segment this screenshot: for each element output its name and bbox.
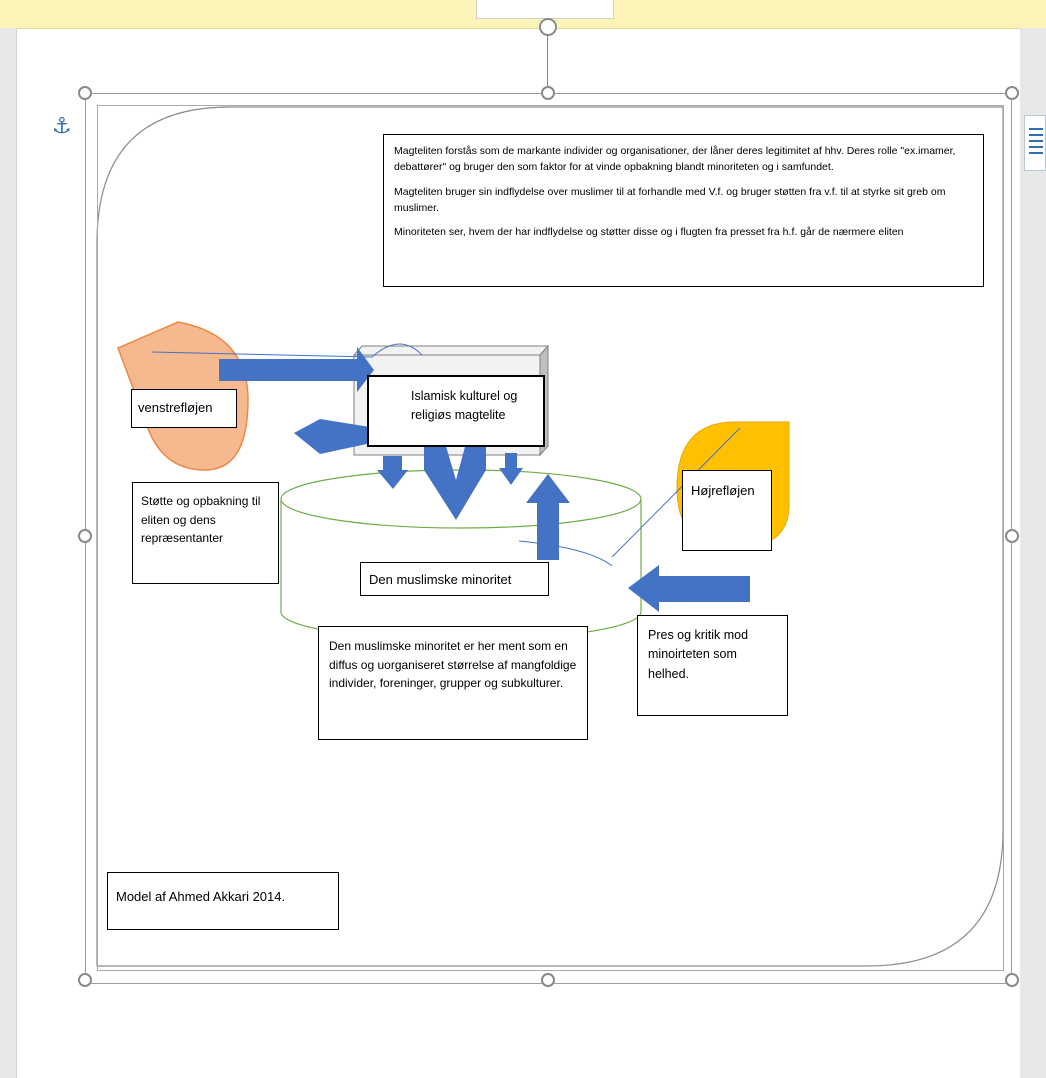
resize-handle-right[interactable]	[1005, 529, 1019, 543]
inner-frame	[97, 105, 1004, 971]
rounded-frame	[96, 106, 1004, 967]
elite-description-p3: Minoriteten ser, hvem der har indflydels…	[394, 226, 904, 239]
resize-handle-top-left[interactable]	[78, 86, 92, 100]
connector-right-to-minority	[611, 427, 741, 558]
elite-description-p2: Magteliten bruger sin indflydelse over m…	[394, 185, 946, 214]
elite-block-label[interactable]: Islamisk kulturel og religiøs magtelite	[367, 375, 545, 447]
left-wing-label[interactable]: venstrefløjen	[131, 389, 237, 428]
right-margin	[1020, 28, 1046, 1078]
arrow-minority-up	[526, 474, 570, 560]
page-edge	[16, 28, 17, 1078]
top-ribbon-strip	[0, 0, 1046, 29]
resize-handle-top-right[interactable]	[1005, 86, 1019, 100]
connector-curve-minority	[518, 540, 613, 567]
resize-handle-left[interactable]	[78, 529, 92, 543]
support-label[interactable]: Støtte og opbakning til eliten og dens r…	[132, 482, 279, 584]
minority-label[interactable]: Den muslimske minoritet	[360, 562, 549, 596]
resize-handle-bottom-left[interactable]	[78, 973, 92, 987]
resize-handle-bottom-right[interactable]	[1005, 973, 1019, 987]
right-wing-label[interactable]: Højrefløjen	[682, 470, 772, 551]
arrow-pressure	[628, 565, 750, 612]
resize-handle-top[interactable]	[541, 86, 555, 100]
resize-handle-bottom[interactable]	[541, 973, 555, 987]
arrow-chevron-down	[424, 443, 486, 520]
left-margin	[0, 28, 16, 1078]
pressure-label[interactable]: Pres og kritik mod minoirteten som helhe…	[637, 615, 788, 716]
arrow-left-to-elite	[219, 347, 374, 392]
connector-left-to-elite	[151, 343, 423, 358]
anchor-icon[interactable]: ⚓	[52, 114, 72, 139]
arrow-small-down-right	[499, 453, 523, 485]
elite-description-p1: Magteliten forstås som de markante indiv…	[394, 145, 956, 174]
credit-label[interactable]: Model af Ahmed Akkari 2014.	[107, 872, 339, 930]
arrow-small-down-left	[377, 456, 408, 489]
rotate-handle[interactable]	[539, 18, 557, 36]
arrow-elite-to-left	[294, 419, 376, 454]
minority-description-box[interactable]: Den muslimske minoritet er her ment som …	[318, 626, 588, 740]
elite-description-box[interactable]: Magteliten forstås som de markante indiv…	[383, 134, 984, 287]
rotate-connector	[547, 36, 548, 93]
